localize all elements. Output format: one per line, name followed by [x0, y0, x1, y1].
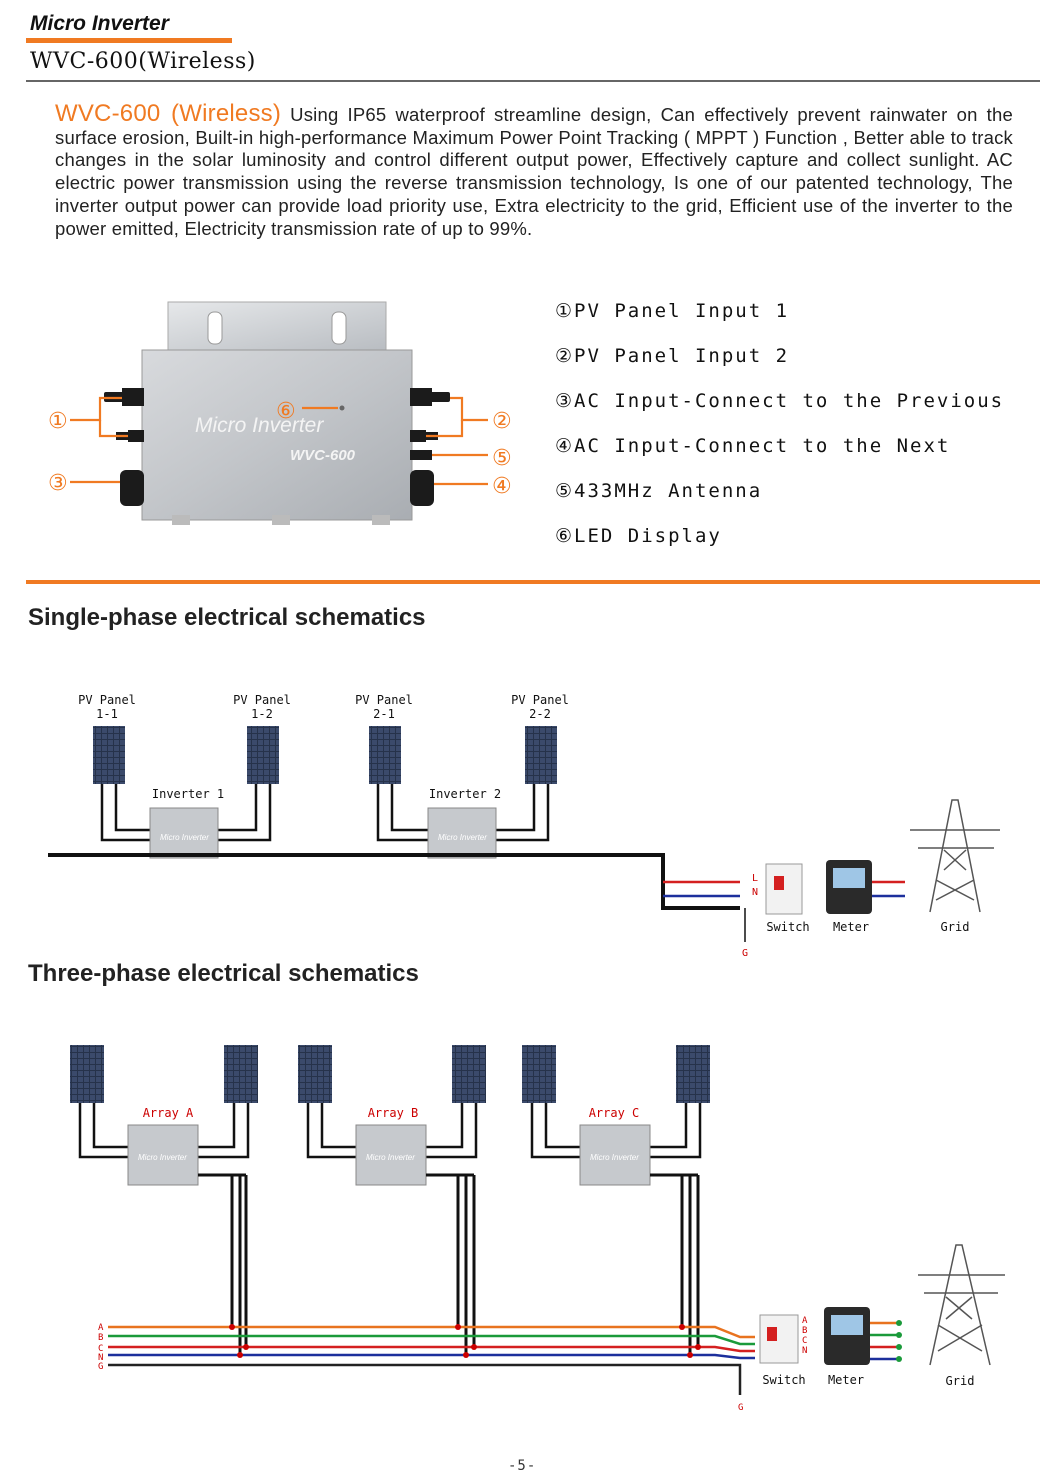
panel-2-2-label-b: 2-2 [529, 707, 551, 721]
callout-4: ④ [492, 474, 512, 499]
callout-6: ⑥ [276, 399, 296, 424]
energy-meter [826, 860, 872, 914]
left-connectors [104, 388, 144, 506]
solar-panel [676, 1045, 710, 1103]
panel-2-2-label-a: PV Panel [511, 693, 569, 707]
grid-label: Grid [941, 920, 970, 934]
legend-item-4: ④AC Input-Connect to the Next [555, 435, 951, 457]
solar-panel [247, 726, 279, 784]
power-pylon [910, 799, 1000, 913]
solar-panel [93, 726, 125, 784]
switch-bus-c: C [802, 1336, 807, 1346]
header-rule [26, 80, 1040, 82]
switch-bus-b: B [802, 1326, 807, 1336]
solar-panel [452, 1045, 486, 1103]
inverter-array-c: Micro Inverter [579, 1124, 651, 1186]
panel-1-2-label-a: PV Panel [233, 693, 291, 707]
switch-bus-a: A [802, 1316, 808, 1326]
solar-panel [70, 1045, 104, 1103]
three-phase-title: Three-phase electrical schematics [28, 960, 419, 987]
intro-body: Using IP65 waterproof streamline design,… [55, 104, 1013, 239]
callout-2: ② [492, 409, 512, 434]
solar-panel [522, 1045, 556, 1103]
single-phase-schematic: PV Panel 1-1 PV Panel 1-2 PV Panel 2-1 P… [48, 693, 1000, 959]
meter-label-3p: Meter [828, 1373, 864, 1387]
breaker-switch [765, 863, 803, 915]
svg-text:Micro Inverter: Micro Inverter [366, 1153, 415, 1162]
product-illustration: Micro Inverter WVC-600 ① ② ③ ④ ⑤ ⑥ [48, 301, 512, 525]
panel-1-1-label-a: PV Panel [78, 693, 136, 707]
solar-panel [525, 726, 557, 784]
callout-1: ① [48, 409, 68, 434]
callout-5: ⑤ [492, 446, 512, 471]
wire-label-n: N [752, 887, 758, 898]
inverter-body [141, 301, 413, 525]
svg-text:Micro Inverter: Micro Inverter [438, 833, 487, 842]
legend-item-3: ③AC Input-Connect to the Previous [555, 390, 1005, 412]
callout-numbers: ① ② ③ ④ ⑤ ⑥ [48, 399, 512, 499]
panel-1-2-label-b: 1-2 [251, 707, 273, 721]
array-b-label: Array B [368, 1106, 419, 1120]
product-brand-text: Micro Inverter [195, 414, 324, 437]
legend-item-5: ⑤433MHz Antenna [555, 480, 763, 502]
switch-label-3p: Switch [762, 1373, 805, 1387]
callout-3: ③ [48, 471, 68, 496]
legend-item-6: ⑥LED Display [555, 525, 722, 547]
intro-paragraph: WVC-600 (Wireless) Using IP65 waterproof… [55, 100, 1013, 240]
legend-item-2: ②PV Panel Input 2 [555, 345, 790, 367]
solar-panel [369, 726, 401, 784]
svg-text:Micro Inverter: Micro Inverter [160, 833, 209, 842]
wire-label-g: G [742, 948, 748, 959]
inverter-array-b: Micro Inverter [355, 1124, 427, 1186]
panel-1-1-label-b: 1-1 [96, 707, 118, 721]
meter-label: Meter [833, 920, 869, 934]
single-phase-title: Single-phase electrical schematics [28, 604, 426, 631]
grid-label-3p: Grid [946, 1374, 975, 1388]
bus-label-a: A [98, 1323, 104, 1333]
switch-label: Switch [766, 920, 809, 934]
breaker-switch-3p [759, 1314, 799, 1364]
inverter-2: Micro Inverter [427, 807, 497, 859]
ground-label: G [738, 1403, 743, 1413]
header-accent-bar [26, 38, 232, 43]
svg-text:Micro Inverter: Micro Inverter [590, 1153, 639, 1162]
energy-meter-3p [824, 1307, 870, 1365]
solar-panel [224, 1045, 258, 1103]
section-divider [26, 580, 1040, 584]
led-icon [339, 405, 345, 411]
bus-label-c: C [98, 1344, 103, 1354]
three-phase-schematic: Array A Array B Array C Micro Inverter M… [70, 1045, 1005, 1413]
inverter-1-label: Inverter 1 [152, 787, 224, 801]
power-pylon-3p [918, 1244, 1005, 1366]
inverter-2-label: Inverter 2 [429, 787, 501, 801]
header-model: WVC-600(Wireless) [30, 49, 256, 74]
panel-2-1-label-b: 2-1 [373, 707, 395, 721]
inverter-1: Micro Inverter [149, 807, 219, 859]
array-c-label: Array C [589, 1106, 640, 1120]
array-a-label: Array A [143, 1106, 194, 1120]
legend-item-1: ①PV Panel Input 1 [555, 300, 790, 322]
panel-2-1-label-a: PV Panel [355, 693, 413, 707]
inverter-array-a: Micro Inverter [127, 1124, 199, 1186]
solar-panel [298, 1045, 332, 1103]
callout-leaders [70, 396, 488, 486]
switch-bus-n: N [802, 1346, 807, 1356]
header-category: Micro Inverter [30, 12, 169, 35]
bus-label-b: B [98, 1333, 103, 1343]
bus-label-g: G [98, 1362, 103, 1372]
wire-label-l: L [752, 873, 758, 884]
page-number: -5- [508, 1458, 537, 1474]
right-connectors [410, 388, 450, 506]
intro-lead: WVC-600 (Wireless) [55, 100, 282, 127]
bus-label-n: N [98, 1353, 103, 1363]
svg-text:Micro Inverter: Micro Inverter [138, 1153, 187, 1162]
product-model-text: WVC-600 [290, 447, 356, 464]
